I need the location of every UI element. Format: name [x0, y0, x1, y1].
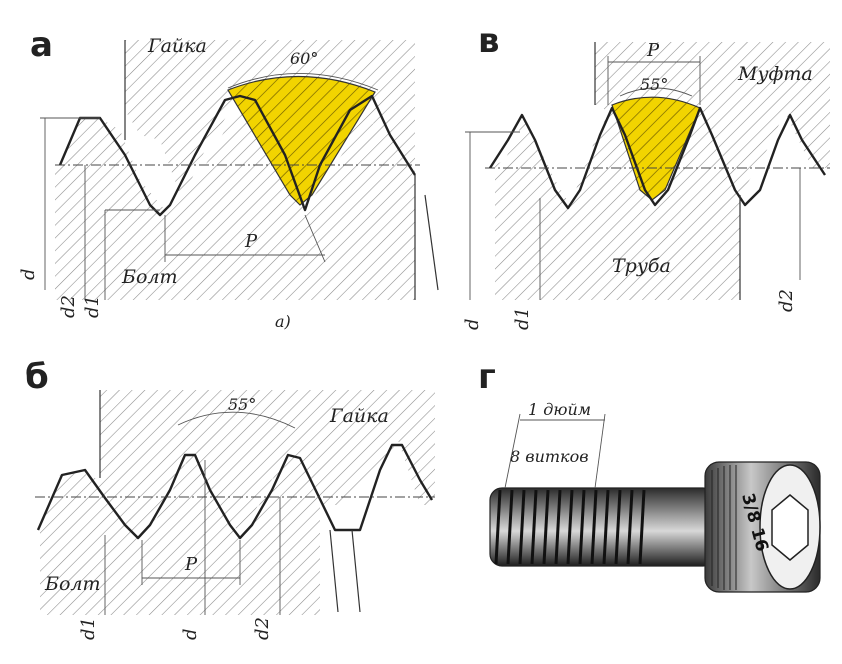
panel-b: б 55° Гайка Болт P d1 d d2	[25, 357, 435, 640]
panel-a-pitch-ext-right	[304, 214, 326, 263]
panel-b-bolt-label: Болт	[44, 573, 101, 595]
panel-a-letter: а	[30, 25, 53, 65]
panel-g-letter: г	[478, 357, 496, 397]
panel-a: а 60° Гайка Болт P d d2 d1 а)	[18, 25, 439, 331]
hex-socket-icon	[771, 494, 809, 561]
panel-b-thread-outline	[36, 443, 434, 540]
panel-v: в P 55° Муфта Труба d d1 d2	[462, 21, 830, 330]
panel-a-nut-label: Гайка	[147, 35, 207, 57]
panel-a-angle-arc	[227, 73, 379, 91]
panel-v-d-label: d	[462, 318, 483, 330]
panel-v-letter: в	[478, 21, 500, 61]
panel-v-pipe-label: Труба	[612, 255, 671, 277]
panel-a-pitch-label: P	[244, 231, 258, 252]
panel-b-nut-label: Гайка	[329, 405, 389, 427]
panel-a-bolt-section	[55, 95, 415, 300]
panel-a-thread-outline	[58, 94, 417, 217]
panel-a-bolt-label: Болт	[121, 266, 178, 288]
panel-v-pitch-label: P	[646, 40, 660, 61]
inch-label: 1 дюйм	[528, 400, 591, 419]
panel-a-thread-profile-highlight	[227, 75, 376, 206]
panel-v-d2-label: d2	[776, 289, 797, 312]
panel-a-d1-label: d1	[82, 295, 103, 318]
turns-label: 8 витков	[510, 447, 589, 466]
panel-b-d1-label: d1	[78, 617, 99, 640]
bolt-photo: 3/8 16	[489, 461, 821, 593]
panel-a-angle-label: 60°	[290, 49, 318, 68]
panel-b-nut-section	[100, 390, 435, 535]
panel-a-nut-chamfer	[424, 194, 439, 291]
panel-v-d1-label: d1	[512, 307, 533, 330]
panel-b-bolt-section	[40, 455, 320, 615]
panel-v-thread-outline	[488, 106, 827, 210]
panel-v-angle-label: 55°	[640, 75, 668, 94]
panel-v-thread-profile-highlight	[611, 96, 701, 201]
panel-v-angle-arc	[619, 87, 693, 97]
panel-a-caption: а)	[275, 312, 291, 331]
bolt-thread-ridges	[494, 489, 646, 565]
panel-a-d-label: d	[18, 268, 39, 280]
panel-b-d2-label: d2	[252, 617, 273, 640]
bolt-head-knurling	[711, 465, 737, 590]
panel-a-d2-label: d2	[58, 295, 79, 318]
panel-v-coupling-label: Муфта	[737, 63, 813, 85]
panel-b-bolt-edge-left	[329, 529, 339, 613]
panel-b-angle-arc	[177, 411, 296, 429]
inch-ext-right	[594, 413, 606, 489]
panel-b-bolt-edge-right	[351, 529, 361, 613]
panel-b-d-label: d	[180, 628, 201, 640]
panel-b-pitch-label: P	[184, 554, 198, 575]
inch-ext-left	[504, 413, 521, 489]
panel-b-angle-label: 55°	[228, 395, 256, 414]
panel-g: г	[478, 357, 821, 593]
panel-b-letter: б	[25, 357, 49, 397]
